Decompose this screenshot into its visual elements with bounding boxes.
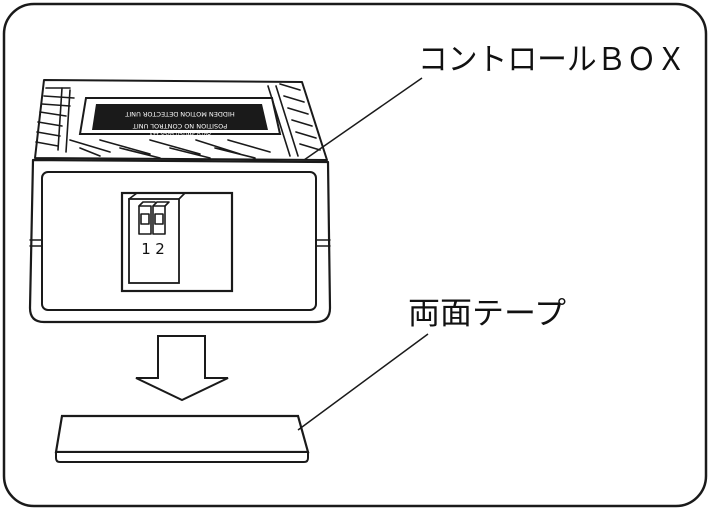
label-plate-line-3: AUTO SWITCH LOCK 12V: [149, 131, 211, 137]
control-box-hatch-bottom: [69, 139, 271, 159]
control-box: HIDDEN MOTION DETECTOR UNIT POSITION NO …: [28, 79, 332, 324]
dip-switch: 1 2: [120, 191, 234, 293]
control-box-ribs-right: [267, 83, 321, 157]
leader-line-tape: [297, 333, 429, 431]
double-sided-tape: [54, 414, 310, 463]
dip-switch-number-2: 2: [155, 240, 165, 258]
label-plate-line-2: POSITION NO CONTROL UNIT: [133, 122, 227, 130]
label-plate-line-1: HIDDEN MOTION DETECTOR UNIT: [125, 110, 234, 118]
control-box-seam: [29, 239, 331, 247]
leader-line-control-box: [303, 77, 423, 161]
control-box-ribs-left: [35, 87, 75, 153]
tape-edge: [55, 451, 309, 463]
label-double-sided-tape: 両面テープ: [408, 296, 566, 332]
tape-top: [54, 414, 310, 454]
control-box-front-body: [28, 158, 332, 324]
label-plate: HIDDEN MOTION DETECTOR UNIT POSITION NO …: [78, 97, 282, 137]
down-arrow-icon: [135, 335, 229, 402]
dip-switch-toggles: [138, 201, 170, 235]
dip-switch-number-1: 1: [141, 240, 151, 258]
label-control-box: コントロールＢＯＸ: [418, 42, 686, 78]
